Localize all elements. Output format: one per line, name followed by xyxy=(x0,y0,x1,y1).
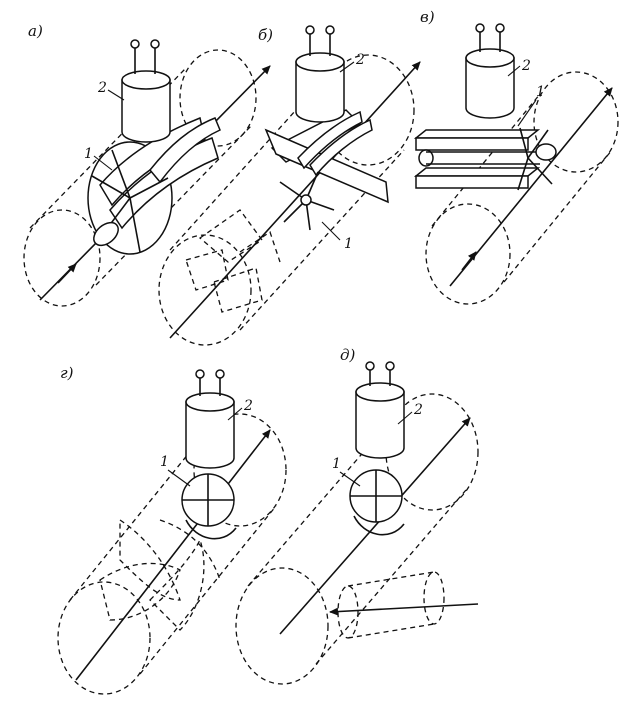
panel-d-label: д) xyxy=(340,346,356,364)
sensor-d-number: 2 xyxy=(413,402,423,418)
sensor-a-number: 2 xyxy=(97,80,107,96)
panel-g: г) 2 1 xyxy=(57,364,287,695)
sensor-b xyxy=(295,25,345,123)
rotor-g-number: 1 xyxy=(160,454,169,470)
rotor-b xyxy=(264,109,389,231)
nozzle-d xyxy=(329,571,479,639)
rotor-v-number: 1 xyxy=(536,84,545,100)
sensor-v xyxy=(465,23,515,119)
panel-b-label: б) xyxy=(258,26,273,44)
panel-v-label: в) xyxy=(420,8,435,26)
panel-a-label: а) xyxy=(28,22,43,40)
sensor-v-number: 2 xyxy=(521,58,531,74)
panel-d: д) 2 1 xyxy=(235,346,479,685)
panel-v: в) xyxy=(413,8,619,305)
rotor-a xyxy=(87,116,221,255)
rotor-b-hidden xyxy=(185,209,281,313)
rotor-a-number: 1 xyxy=(84,146,93,162)
sensor-g-number: 2 xyxy=(243,398,253,414)
sensor-g xyxy=(185,369,235,469)
sensor-a xyxy=(121,39,171,143)
rotor-g xyxy=(181,473,237,540)
rotor-d xyxy=(349,469,405,536)
rotor-b-number: 1 xyxy=(344,236,353,252)
panel-a: а) 2 xyxy=(23,22,271,307)
sensor-b-number: 2 xyxy=(355,52,365,68)
panel-g-label: г) xyxy=(60,364,74,382)
sensor-d xyxy=(355,361,405,459)
rotor-v xyxy=(413,127,557,191)
rotor-g-hidden xyxy=(99,518,221,631)
panel-b: б) xyxy=(158,25,421,346)
rotor-d-number: 1 xyxy=(332,456,341,472)
